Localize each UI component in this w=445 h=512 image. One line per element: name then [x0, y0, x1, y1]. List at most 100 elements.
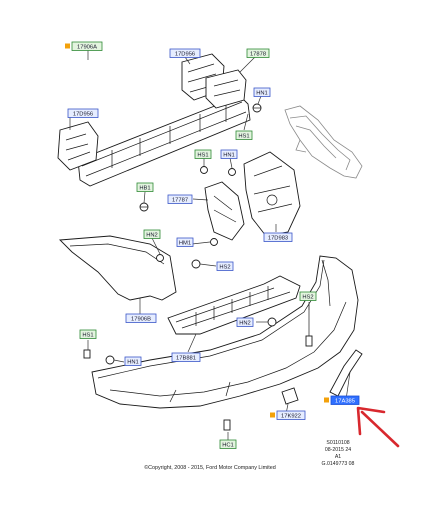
vehicle-body-outline — [284, 105, 363, 179]
callout-box — [176, 237, 194, 247]
bolt-hn1-top — [252, 103, 262, 113]
callout-label: 17D983 — [268, 236, 288, 242]
callout-box — [167, 194, 193, 204]
callout-hs2[interactable]: HS2 — [216, 261, 234, 271]
callout-label: HS1 — [238, 134, 249, 140]
copyright-text: ©Copyright, 2008 - 2015, Ford Motor Comp… — [144, 464, 276, 471]
bumper-bracket-17787 — [204, 181, 245, 241]
callout-box — [263, 232, 293, 242]
callout-label: HM1 — [179, 241, 191, 247]
callout-17d956[interactable]: 17D956 — [67, 108, 99, 118]
callout-label: 17906B — [131, 317, 151, 323]
callout-hs2[interactable]: HS2 — [299, 291, 317, 301]
bumper-side-deflector — [58, 235, 177, 301]
callout-hm1[interactable]: HM1 — [176, 237, 194, 247]
callout-box — [125, 313, 157, 323]
callout-box — [136, 182, 154, 192]
bolt-hb1 — [139, 202, 149, 212]
callout-17d983[interactable]: 17D983 — [263, 232, 293, 242]
callout-17906a[interactable]: 17906A — [65, 41, 103, 51]
callout-box — [124, 356, 142, 366]
callout-label: HS2 — [302, 295, 313, 301]
callout-label: HS1 — [197, 153, 208, 159]
reference-line-4: G.0149773 08 — [322, 461, 355, 467]
clip-hs1-mid — [200, 166, 208, 174]
crash-absorber-block — [205, 69, 247, 109]
callout-label: HS2 — [219, 265, 230, 271]
callout-box — [236, 317, 254, 327]
energy-absorber — [167, 275, 301, 335]
callout-hn2[interactable]: HN2 — [143, 229, 161, 239]
callout-label: 17D956 — [175, 52, 195, 58]
callout-label: HB1 — [139, 186, 150, 192]
callout-17a385[interactable]: 17A385 — [324, 395, 360, 405]
callout-box — [194, 149, 212, 159]
callout-label: HS1 — [82, 333, 93, 339]
rear-bumper-cover — [91, 255, 359, 409]
red-pointer-arrow — [356, 406, 400, 448]
callout-label: HN1 — [256, 91, 268, 97]
callout-label: 17A385 — [335, 399, 355, 405]
bumper-bracket-17D983 — [243, 151, 301, 237]
callout-hn1[interactable]: HN1 — [220, 149, 238, 159]
bumper-reinforcement-beam — [77, 95, 251, 187]
callout-box — [79, 329, 97, 339]
callout-box — [235, 130, 253, 140]
callout-box — [220, 149, 238, 159]
callout-box — [143, 229, 161, 239]
callout-hs1[interactable]: HS1 — [235, 130, 253, 140]
callout-label: HC1 — [222, 443, 234, 449]
callout-17878[interactable]: 17878 — [246, 48, 270, 58]
fastener-hc1 — [223, 419, 231, 431]
callout-label: HN2 — [146, 233, 158, 239]
callout-box — [171, 352, 201, 362]
callout-label: 17906A — [77, 45, 97, 51]
callout-hb1[interactable]: HB1 — [136, 182, 154, 192]
callout-box — [276, 410, 306, 420]
callout-label: HN1 — [127, 360, 139, 366]
callout-marker — [65, 43, 70, 49]
callout-box — [219, 439, 237, 449]
clip-17K922 — [281, 387, 299, 405]
reference-line-3: A1 — [335, 454, 341, 460]
reference-line-1: S0110108 — [326, 440, 349, 446]
leader-lines — [69, 48, 351, 440]
callout-box — [216, 261, 234, 271]
callout-17d956[interactable]: 17D956 — [169, 48, 201, 58]
callout-marker — [270, 412, 275, 418]
callout-hs1[interactable]: HS1 — [79, 329, 97, 339]
callout-hs1[interactable]: HS1 — [194, 149, 212, 159]
clip-hn1-mid — [228, 168, 236, 176]
nut-hn2-center — [267, 317, 277, 327]
callout-hn2[interactable]: HN2 — [236, 317, 254, 327]
callout-box — [71, 41, 103, 51]
callout-label: 17787 — [172, 198, 188, 204]
callout-box — [330, 395, 360, 405]
beam-end-bracket-left — [57, 121, 99, 171]
reference-block: S0110108 08-2015 24 A1 G.0149773 08 — [322, 440, 355, 467]
callout-box — [253, 87, 271, 97]
callout-label: HN2 — [239, 321, 251, 327]
reflector-strip — [329, 349, 363, 397]
reference-line-2: 08-2015 24 — [325, 447, 351, 453]
callout-17k922[interactable]: 17K922 — [270, 410, 306, 420]
bolt-hn2-left — [156, 254, 164, 262]
callout-hc1[interactable]: HC1 — [219, 439, 237, 449]
callout-17b881[interactable]: 17B881 — [171, 352, 201, 362]
callout-17906b[interactable]: 17906B — [125, 313, 157, 323]
screw-hs1-low — [83, 349, 91, 359]
callout-label: HN1 — [223, 153, 235, 159]
callout-marker — [324, 397, 329, 403]
callout-box — [246, 48, 270, 58]
callout-box — [169, 48, 201, 58]
callout-label: 17K922 — [281, 414, 301, 420]
callout-box — [67, 108, 99, 118]
callout-hn1[interactable]: HN1 — [253, 87, 271, 97]
callout-box — [299, 291, 317, 301]
callout-label: 17878 — [250, 52, 266, 58]
callout-hn1[interactable]: HN1 — [124, 356, 142, 366]
bolt-hm1 — [210, 238, 218, 246]
callout-17787[interactable]: 17787 — [167, 194, 193, 204]
